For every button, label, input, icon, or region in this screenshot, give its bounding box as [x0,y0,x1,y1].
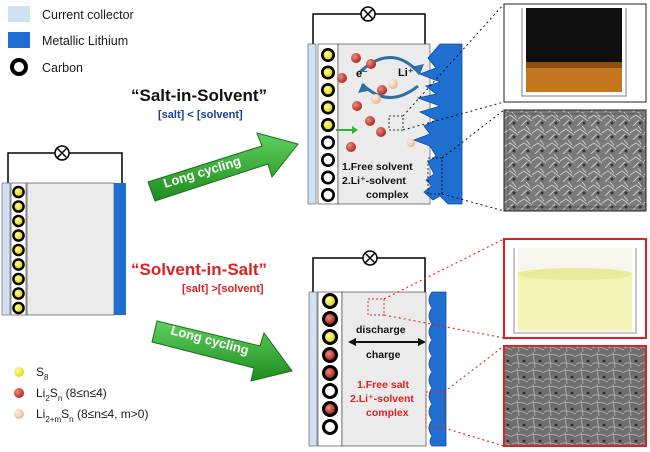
salt-in-solvent-subtitle: [salt] < [solvent] [158,109,243,121]
salt-in-solvent-cell: e⁻ Li⁺ 1.Free solvent 2.Li⁺-solvent comp… [307,6,463,205]
particle-core [323,120,333,130]
long-cycling-arrow-top: Long cycling [147,132,299,202]
particle-core [325,368,335,378]
particle-core [14,260,23,269]
particle-core [14,188,23,196]
current-collector-swatch [8,6,30,22]
li2msn-label: Li2+mSn (8≤n≤4, m>0) [36,407,148,424]
solvent-in-salt-cell: discharge charge 1.Free salt 2.Li⁺-solve… [308,250,447,447]
particle-core [14,202,23,211]
particle-core [14,304,23,312]
top-note-line3: complex [366,189,409,201]
dendritic-lithium-anode [412,43,463,205]
bottom-note-line3: complex [366,407,409,419]
particle-core [323,173,333,182]
charge-label: charge [366,349,401,361]
legend: Current collector Metallic Lithium Carbo… [8,6,134,76]
solvent-in-salt-subtitle: [salt] >[solvent] [182,283,264,295]
long-cycling-arrow-bottom: Long cycling [151,320,293,382]
particle-core [14,289,23,298]
species-legend: S8 Li2Sn (8≤n≤4) Li2+mSn (8≤n≤4, m>0) [14,365,148,424]
pristine-cell [1,145,126,316]
electrolyte-photo-bottom [503,238,647,339]
legend-label-carbon: Carbon [42,61,83,75]
bottom-electrode-particles [322,293,338,435]
s8-label: S8 [36,365,49,382]
bottom-note-line1: 1.Free salt [357,379,409,391]
li2msn-marker-icon [14,409,24,419]
sem-image-bottom [503,345,647,447]
bottom-note-line2: 2.Li⁺-solvent [350,393,414,405]
particle-core [14,231,23,240]
particle-core [323,155,333,165]
discharge-label: discharge [356,324,406,336]
particle-core [323,138,333,147]
particle-core [325,422,335,432]
particle-core [325,404,335,414]
salt-in-solvent-title: “Salt-in-Solvent” [131,86,267,105]
particle-core [14,246,23,254]
li2sn-marker-icon [14,388,24,398]
particle-core [323,50,333,60]
top-note-line2: 2.Li⁺-solvent [342,175,406,187]
li-ion-label: Li⁺ [398,67,414,79]
particle-core [14,217,23,225]
electron-label: e⁻ [356,68,368,80]
smooth-lithium-anode [428,291,447,447]
particle-core [323,68,333,77]
metallic-lithium-swatch [8,32,30,48]
particle-core [14,275,23,283]
particle-core [325,332,335,342]
top-leader-lines [402,3,505,212]
top-electrode-particles [321,48,335,202]
particle-core [325,314,335,324]
particle-core [325,350,335,360]
solvent-in-salt-title: “Solvent-in-Salt” [131,260,267,279]
s8-marker-icon [14,367,24,377]
particle-core [323,85,333,95]
particle-core [323,190,333,200]
particle-core [325,386,335,396]
li2sn-label: Li2Sn (8≤n≤4) [36,386,107,403]
sem-image-top [503,109,647,212]
bottom-leader-lines [383,238,505,447]
pristine-electrode-particles [12,185,25,315]
legend-label-current-collector: Current collector [42,8,134,22]
particle-core [323,103,333,112]
top-note-line1: 1.Free solvent [342,161,413,173]
legend-label-metallic-lithium: Metallic Lithium [42,34,128,48]
particle-core [325,296,335,306]
electrolyte-photo-top [503,3,647,103]
